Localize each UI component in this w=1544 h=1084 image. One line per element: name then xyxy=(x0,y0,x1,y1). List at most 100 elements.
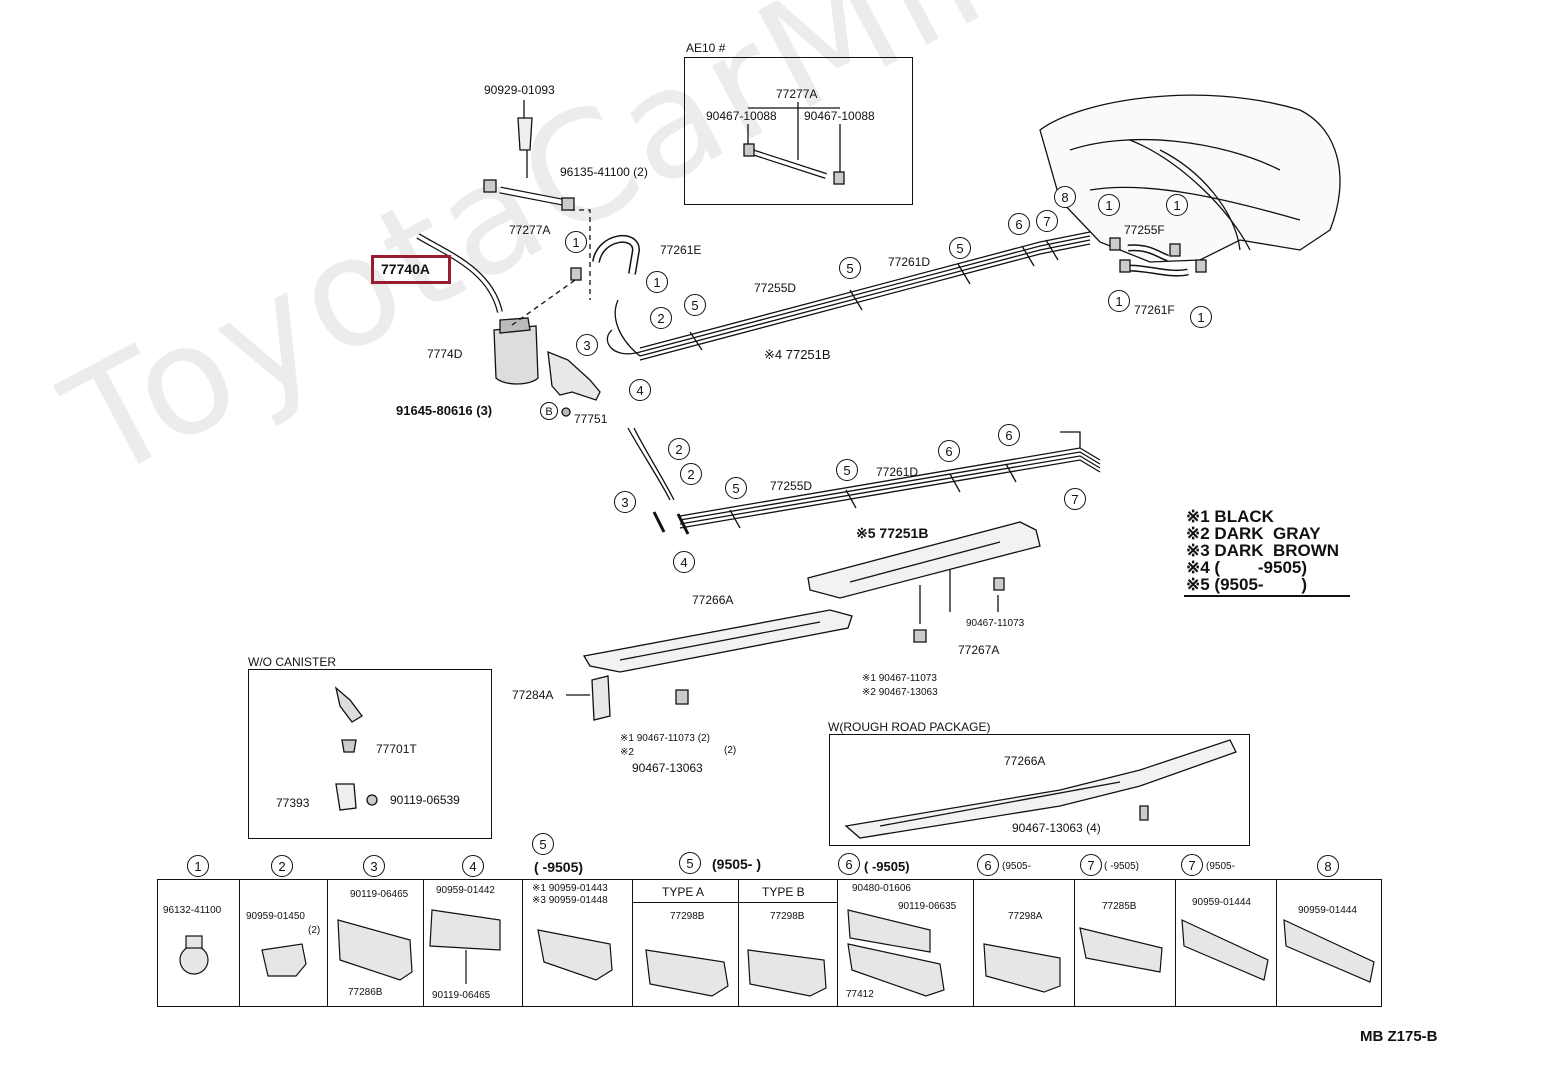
ae10-part-label: 77277A xyxy=(776,87,818,101)
callout-1: 1 xyxy=(1190,306,1212,328)
wo-canister-box xyxy=(248,669,492,839)
ae10-left-label: 90467-10088 xyxy=(706,109,777,123)
legend-item: ※4 ( -9505) xyxy=(1186,558,1308,577)
label-91645: 91645-80616 (3) xyxy=(396,403,493,418)
callout-1: 1 xyxy=(565,231,587,253)
callout-1: 1 xyxy=(646,271,668,293)
color-legend: ※1 BLACK ※2 DARK GRAY ※3 DARK BROWN ※4 (… xyxy=(1186,508,1339,593)
cell6-label-a: 90480-01606 xyxy=(852,883,911,894)
label-90467-d: 90467-11073 xyxy=(966,618,1025,629)
cell3-label-top: 90119-06465 xyxy=(350,889,409,900)
table-header-6a-text: ( -9505) xyxy=(864,859,910,874)
label-77255F: 77255F xyxy=(1124,223,1165,237)
label-77261D-top: 77261D xyxy=(888,255,931,269)
table-header-6b-text: (9505- xyxy=(1002,861,1031,872)
label-90467-a: ※1 90467-11073 (2) xyxy=(620,733,710,744)
callout-2: 2 xyxy=(650,307,672,329)
table-header-5b-text: (9505- ) xyxy=(712,856,762,872)
cell10-label: 90959-01444 xyxy=(1298,905,1357,916)
label-77266A: 77266A xyxy=(692,593,734,607)
cell5-label-a: ※1 90959-01443 xyxy=(532,883,608,894)
table-header-4: 4 xyxy=(462,855,484,877)
label-rough-77266A: 77266A xyxy=(1004,754,1046,768)
callout-2: 2 xyxy=(668,438,690,460)
label-77393: 77393 xyxy=(276,796,310,810)
label-96135: 96135-41100 (2) xyxy=(560,165,648,179)
table-header-7a: 7 xyxy=(1080,854,1102,876)
cell5-label-b: ※3 90959-01448 xyxy=(532,895,608,906)
label-rough-bolt: 90467-13063 (4) xyxy=(1012,821,1101,835)
cell8-label: 77285B xyxy=(1102,901,1137,912)
table-header-1: 1 xyxy=(187,855,209,877)
type-a-part: 77298B xyxy=(670,911,705,922)
callout-6: 6 xyxy=(938,440,960,462)
cell7-label: 77298A xyxy=(1008,911,1043,922)
legend-item: ※2 DARK GRAY xyxy=(1186,524,1321,543)
table-header-8: 8 xyxy=(1317,855,1339,877)
legend-item: ※3 DARK BROWN xyxy=(1186,541,1340,560)
label-77261D-bot: 77261D xyxy=(876,465,919,479)
cell3-label-bottom: 77286B xyxy=(348,987,383,998)
table-header-7b: 7 xyxy=(1181,854,1203,876)
callout-3: 3 xyxy=(576,334,598,356)
wo-canister-title: W/O CANISTER xyxy=(248,655,337,669)
label-90467-f: ※2 90467-13063 xyxy=(862,687,938,698)
diagram-code: MB Z175-B xyxy=(1360,1028,1438,1045)
cell6-label-c: 77412 xyxy=(846,989,874,1000)
label-7774D: 7774D xyxy=(427,347,463,361)
rough-road-box xyxy=(829,734,1250,846)
callout-1: 1 xyxy=(1108,290,1130,312)
cell2-label: 90959-01450 xyxy=(246,911,305,922)
callout-1: 1 xyxy=(1098,194,1120,216)
label-77701T: 77701T xyxy=(376,742,417,756)
cell9-label: 90959-01444 xyxy=(1192,897,1251,908)
callout-B: B xyxy=(540,402,558,420)
rough-road-title: W(ROUGH ROAD PACKAGE) xyxy=(828,720,991,734)
type-b-part: 77298B xyxy=(770,911,805,922)
label-90119-06539: 90119-06539 xyxy=(390,793,460,807)
callout-5: 5 xyxy=(949,237,971,259)
callout-5: 5 xyxy=(725,477,747,499)
cell6-label-b: 90119-06635 xyxy=(898,901,957,912)
label-77267A: 77267A xyxy=(958,643,1000,657)
type-a-label: TYPE A xyxy=(662,885,705,899)
callout-5: 5 xyxy=(684,294,706,316)
table-header-6a: 6 xyxy=(838,853,860,875)
cell1-label: 96132-41100 xyxy=(163,905,222,916)
table-header-7b-text: (9505- xyxy=(1206,861,1235,872)
label-90467-c: 90467-13063 xyxy=(632,761,703,775)
highlight-box xyxy=(371,255,451,284)
ae10-box xyxy=(684,57,913,205)
label-77751: 77751 xyxy=(574,412,608,426)
callout-6: 6 xyxy=(1008,213,1030,235)
legend-item: ※1 BLACK xyxy=(1186,507,1274,526)
label-77261E: 77261E xyxy=(660,243,702,257)
cell4-label-bottom: 90119-06465 xyxy=(432,990,491,1001)
callout-3: 3 xyxy=(614,491,636,513)
label-77284A: 77284A xyxy=(512,688,554,702)
callout-5: 5 xyxy=(839,257,861,279)
label-90467-b: ※2 xyxy=(620,747,634,758)
callout-6: 6 xyxy=(998,424,1020,446)
label-77261F: 77261F xyxy=(1134,303,1175,317)
table-header-3: 3 xyxy=(363,855,385,877)
label-77251B-bot: ※5 77251B xyxy=(856,525,929,541)
callout-7: 7 xyxy=(1064,488,1086,510)
cell2-qty: (2) xyxy=(308,925,321,936)
table-header-5a-text: ( -9505) xyxy=(534,859,584,875)
callout-4: 4 xyxy=(629,379,651,401)
table-header-5a: 5 xyxy=(532,833,554,855)
label-90467-e: ※1 90467-11073 xyxy=(862,673,937,684)
label-90467-b2: (2) xyxy=(724,745,737,756)
label-77740A[interactable]: 77740A xyxy=(381,261,431,277)
label-77277A: 77277A xyxy=(509,223,551,237)
callout-2: 2 xyxy=(680,463,702,485)
table-header-2: 2 xyxy=(271,855,293,877)
label-77251B-top: ※4 77251B xyxy=(764,347,831,362)
callout-8: 8 xyxy=(1054,186,1076,208)
label-77255D-top: 77255D xyxy=(754,281,797,295)
callout-1: 1 xyxy=(1166,194,1188,216)
table-header-6b: 6 xyxy=(977,854,999,876)
legend-item: ※5 (9505- ) xyxy=(1186,575,1308,594)
